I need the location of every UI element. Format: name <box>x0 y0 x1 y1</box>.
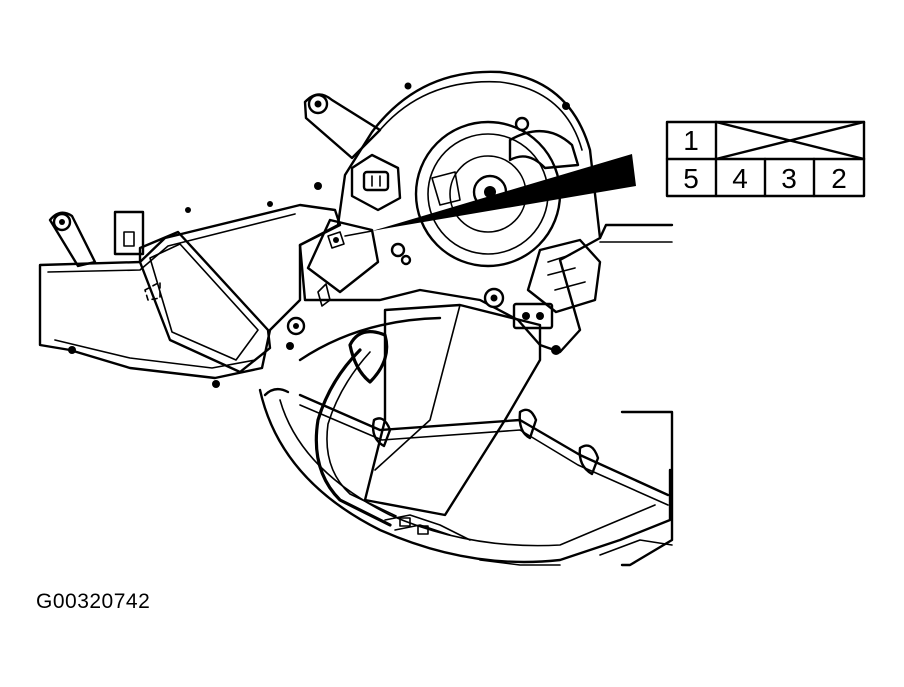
left-duct-housing <box>38 201 342 388</box>
pin-3-label: 3 <box>781 163 797 194</box>
callout-leader <box>344 230 373 237</box>
connector-pinout-grid: 1 5 4 3 2 <box>665 120 866 198</box>
callout-pointer <box>372 154 636 231</box>
pin-5-label: 5 <box>683 163 699 194</box>
figure-id-label: G00320742 <box>36 590 151 613</box>
refrigerant-lines <box>263 330 670 541</box>
blower-resistor <box>286 218 412 350</box>
heater-core-case <box>258 303 674 567</box>
pin-1-label: 1 <box>683 125 699 156</box>
upper-mounting-arm <box>303 93 382 160</box>
pin-4-label: 4 <box>732 163 748 194</box>
pin-2-label: 2 <box>831 163 847 194</box>
right-side-connectors <box>483 223 674 330</box>
